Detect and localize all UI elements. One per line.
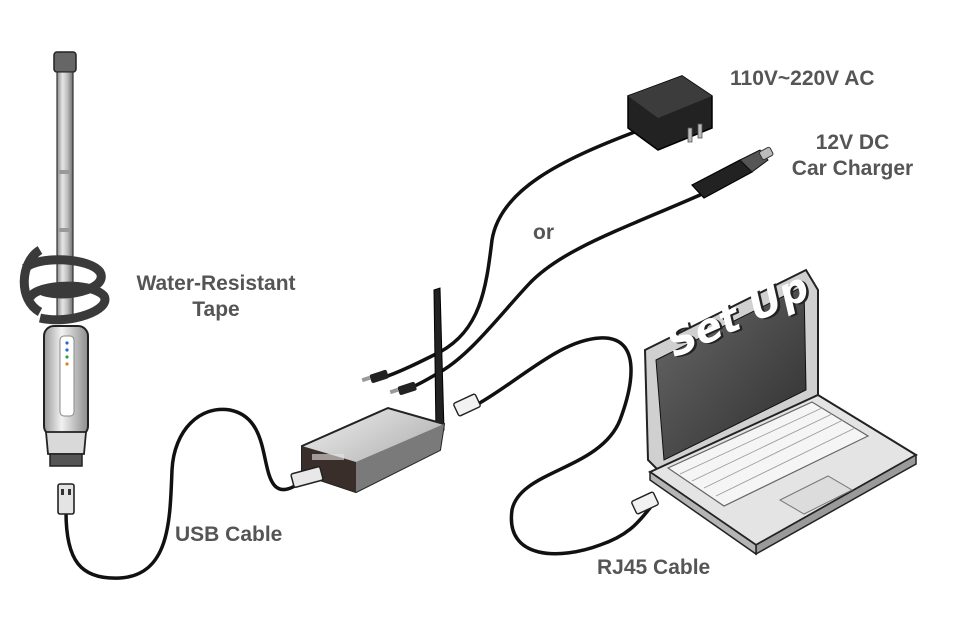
water-resistant-tape: [19, 246, 110, 325]
rj45-cable: [476, 336, 652, 556]
tape-label-line2: Tape: [192, 298, 240, 321]
car-charger-cable: [408, 193, 702, 390]
mini-usb-plug: [57, 483, 75, 515]
rj45-cable-label: RJ45 Cable: [597, 556, 711, 579]
dc-plug-car: [389, 381, 417, 396]
dc-plug-ac: [361, 369, 389, 384]
ac-adapter: [627, 75, 713, 151]
rj45-plug-laptop: [631, 491, 659, 515]
laptop: [643, 268, 918, 556]
usb-cable: [64, 407, 307, 580]
car-charger-label-line1: 12V DC: [815, 131, 890, 154]
or-label: or: [533, 221, 554, 244]
car-charger-label: 12V DC Car Charger: [780, 130, 925, 182]
router: [290, 287, 446, 494]
car-charger: [691, 146, 774, 199]
tape-label-line1: Water-Resistant: [136, 272, 296, 295]
ac-adapter-label: 110V~220V AC: [730, 67, 875, 90]
usb-cable-label: USB Cable: [175, 523, 283, 546]
tape-label: Water-Resistant Tape: [118, 271, 314, 323]
cables: [64, 128, 702, 580]
ac-adapter-cable: [380, 128, 642, 380]
car-charger-label-line2: Car Charger: [791, 157, 914, 180]
rj45-plug-router: [453, 393, 481, 417]
